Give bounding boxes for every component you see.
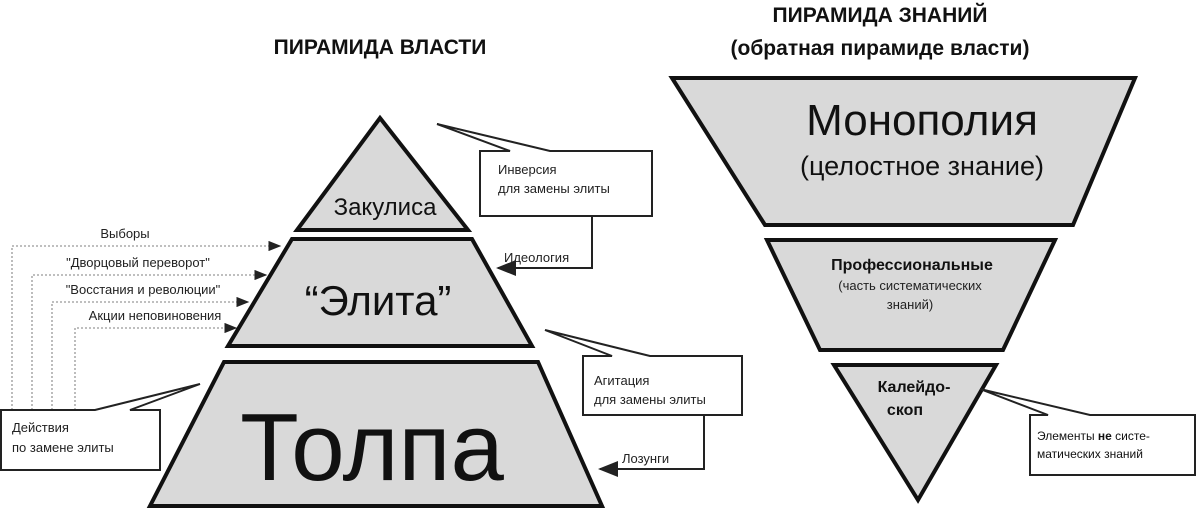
svg-text:Инверсия: Инверсия <box>498 162 557 177</box>
svg-text:Агитация: Агитация <box>594 373 649 388</box>
power-pyramid-title: ПИРАМИДА ВЛАСТИ <box>274 36 487 59</box>
monopoly-sublabel: (целостное знание) <box>800 151 1044 181</box>
svg-text:Элементы не систе-: Элементы не систе- <box>1037 429 1150 443</box>
pyramid-level-bottom <box>146 360 606 508</box>
knowledge-pyramid-subtitle: (обратная пирамиде власти) <box>731 37 1030 60</box>
knowledge-pyramid-title: ПИРАМИДА ЗНАНИЙ <box>773 3 988 27</box>
actions-callout: Действия по замене элиты <box>0 383 201 471</box>
monopoly-label: Монополия <box>806 96 1038 145</box>
action-arrows <box>11 240 282 410</box>
knowledge-level-professional <box>763 238 1059 352</box>
professional-label: Профессиональные <box>831 257 993 274</box>
level-label-bottom: Толпа <box>240 394 504 501</box>
action-label-disobedience: Акции неповиновения <box>89 308 222 323</box>
svg-text:матических знаний: матических знаний <box>1037 447 1143 461</box>
svg-text:Действия: Действия <box>12 420 69 435</box>
svg-text:для замены элиты: для замены элиты <box>594 392 706 407</box>
slogans-label: Лозунги <box>622 451 669 466</box>
kaleidoscope-note-callout: Элементы не систе- матических знаний <box>979 388 1196 476</box>
pyramid-level-top <box>293 114 473 232</box>
kaleidoscope-label-1: Калейдо- <box>878 379 951 396</box>
svg-text:для замены элиты: для замены элиты <box>498 181 610 196</box>
svg-text:по замене элиты: по замене элиты <box>12 440 114 455</box>
knowledge-level-monopoly <box>668 76 1139 227</box>
action-label-revolutions: "Восстания и революции" <box>66 282 221 297</box>
agitation-callout: Агитация для замены элиты Лозунги <box>544 329 743 477</box>
level-label-top: Закулиса <box>334 194 437 221</box>
action-label-elections: Выборы <box>100 226 149 241</box>
ideology-label: Идеология <box>504 250 569 265</box>
pyramid-level-middle <box>224 237 536 348</box>
professional-sublabel-1: (часть систематических <box>838 278 982 293</box>
professional-sublabel-2: знаний) <box>887 297 933 312</box>
inversion-callout: Инверсия для замены элиты Идеология <box>436 123 653 276</box>
knowledge-level-kaleidoscope <box>830 363 1000 504</box>
kaleidoscope-label-2: скоп <box>887 402 923 419</box>
level-label-middle: “Элита” <box>305 277 452 324</box>
action-label-coup: "Дворцовый переворот" <box>66 255 210 270</box>
